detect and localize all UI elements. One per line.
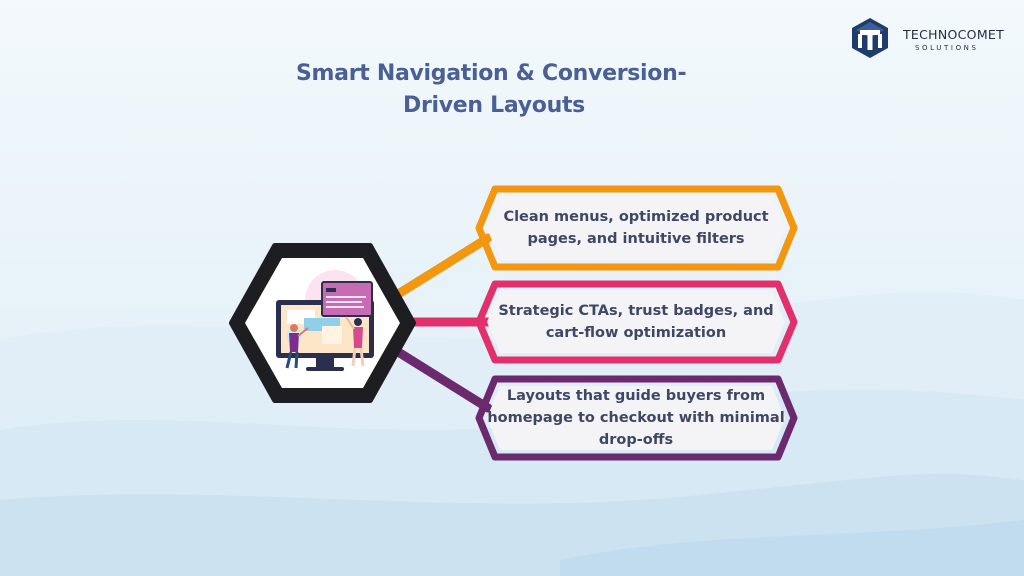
card-3-text: Layouts that guide buyers from homepage … <box>486 385 786 451</box>
connector-line-3 <box>390 345 493 413</box>
card-2 <box>475 280 798 364</box>
card-3-line-2: homepage to checkout with minimal <box>487 410 785 426</box>
card-1-line-2: pages, and intuitive filters <box>527 231 745 247</box>
title-line-2: Driven Layouts <box>403 93 585 118</box>
brand-name: TECHNOCOMET <box>903 27 1005 42</box>
card-2-line-2: cart-flow optimization <box>545 325 727 341</box>
card-3-line-3: drop-offs <box>598 432 674 448</box>
card-3 <box>475 375 798 461</box>
t-cube-logo-icon <box>852 18 888 58</box>
card-2-text: Strategic CTAs, trust badges, and cart-f… <box>486 300 786 344</box>
card-1-line-1: Clean menus, optimized product <box>503 209 769 225</box>
brand-tagline: SOLUTIONS <box>915 44 979 52</box>
monitor-with-people-icon <box>276 270 374 371</box>
title-line-1: Smart Navigation & Conversion- <box>296 61 687 86</box>
card-3-line-1: Layouts that guide buyers from <box>506 388 766 404</box>
card-1-text: Clean menus, optimized product pages, an… <box>486 206 786 250</box>
page-title: Smart Navigation & Conversion- Driven La… <box>250 58 740 122</box>
connector-line-1 <box>390 233 493 301</box>
brand-logo: TECHNOCOMET SOLUTIONS <box>848 16 1018 60</box>
card-2-line-1: Strategic CTAs, trust badges, and <box>498 303 774 319</box>
card-1 <box>475 185 798 271</box>
